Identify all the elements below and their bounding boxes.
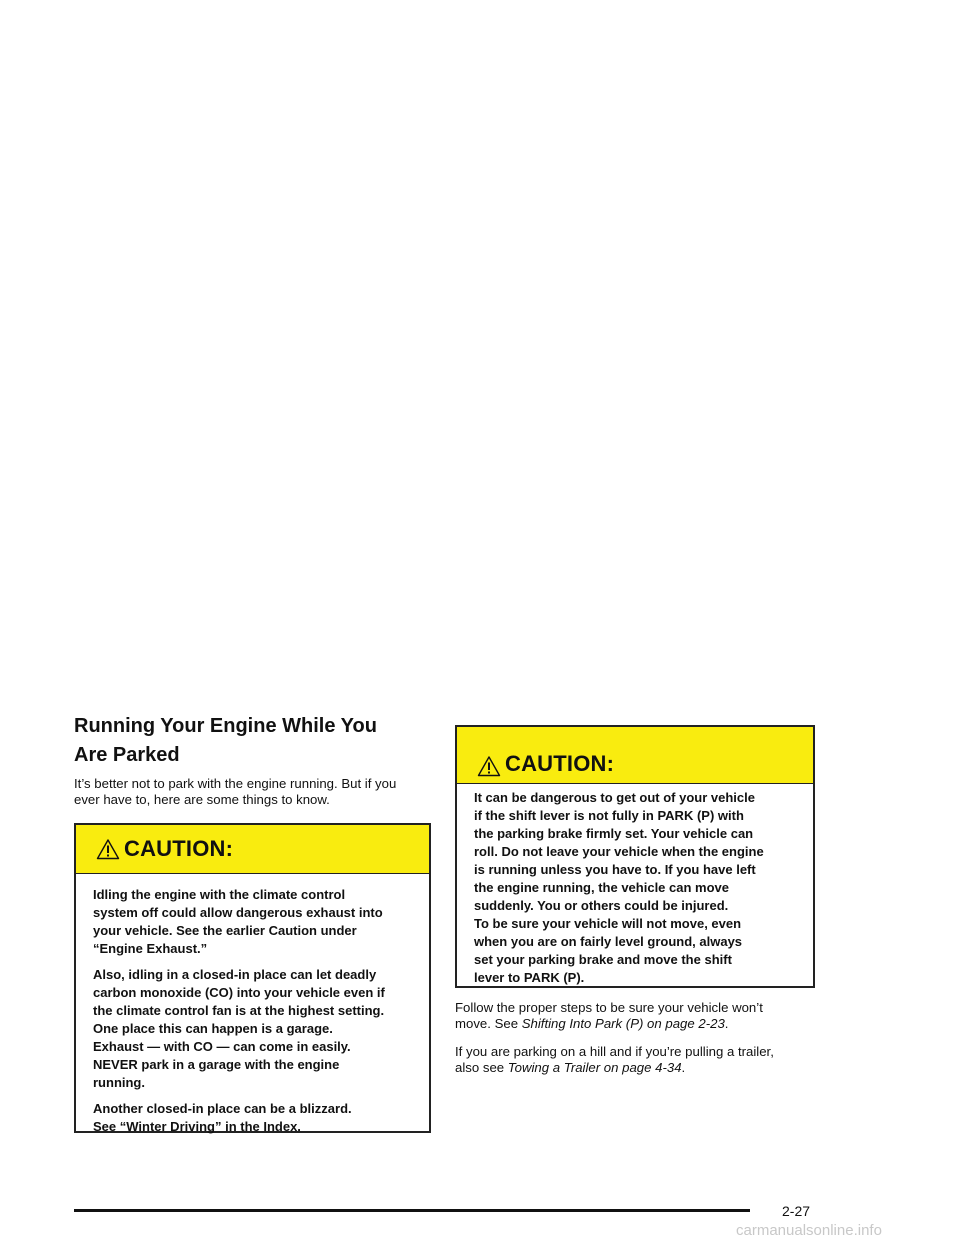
caution-header: CAUTION:: [76, 825, 429, 874]
caution-paragraph-2: Also, idling in a closed-in place can le…: [93, 966, 429, 1092]
caution-line: “Engine Exhaust.”: [93, 941, 208, 956]
caution-box-idling: CAUTION: Idling the engine with the clim…: [74, 823, 431, 1136]
section-heading-line-1: Running Your Engine While You: [74, 715, 377, 737]
section-heading-line-2: Are Parked: [74, 744, 180, 766]
caution-line: Idling the engine with the climate contr…: [93, 887, 346, 902]
caution-body: Idling the engine with the climate contr…: [76, 874, 429, 1136]
follow-line-1: Follow the proper steps to be sure your …: [455, 1000, 763, 1015]
intro-line-1: It’s better not to park with the engine …: [74, 776, 397, 791]
follow-prefix: move. See: [455, 1016, 522, 1031]
caution-label: CAUTION:: [124, 836, 234, 861]
hill-line-1: If you are parking on a hill and if you’…: [455, 1044, 774, 1059]
caution-line: lever to PARK (P).: [474, 970, 585, 985]
intro-line-2: ever have to, here are some things to kn…: [74, 792, 330, 807]
caution-line: See “Winter Driving” in the Index.: [93, 1119, 301, 1134]
warning-triangle-icon: [96, 839, 120, 860]
caution-box-park: CAUTION: It can be dangerous to get out …: [455, 725, 815, 988]
hill-prefix: also see: [455, 1060, 508, 1075]
caution-header: CAUTION:: [457, 727, 813, 784]
caution-paragraph-3: Another closed-in place can be a blizzar…: [93, 1100, 429, 1136]
follow-line-2: move. See Shifting Into Park (P) on page…: [455, 1016, 825, 1032]
caution-line: To be sure your vehicle will not move, e…: [474, 916, 742, 931]
footer-rule: [74, 1209, 750, 1212]
watermark-text: carmanualsonline.info: [736, 1222, 882, 1239]
caution-line: NEVER park in a garage with the engine: [93, 1057, 340, 1072]
caution-line: your vehicle. See the earlier Caution un…: [93, 923, 357, 938]
caution-label: CAUTION:: [505, 751, 615, 776]
caution-line: Exhaust — with CO — can come in easily.: [93, 1039, 351, 1054]
caution-paragraph-1: Idling the engine with the climate contr…: [93, 886, 429, 958]
caution-line: if the shift lever is not fully in PARK …: [474, 808, 744, 823]
caution-line: Also, idling in a closed-in place can le…: [93, 967, 377, 982]
caution-line: set your parking brake and move the shif…: [474, 952, 732, 967]
follow-suffix: .: [724, 1016, 729, 1031]
caution-line: roll. Do not leave your vehicle when the…: [474, 844, 764, 859]
caution-line: suddenly. You or others could be injured…: [474, 898, 729, 913]
caution-line: system off could allow dangerous exhaust…: [93, 905, 383, 920]
section-heading: Running Your Engine While You Are Parked: [74, 712, 444, 770]
caution-line: the engine running, the vehicle can move: [474, 880, 729, 895]
hill-trailer-paragraph: If you are parking on a hill and if you’…: [455, 1044, 825, 1076]
caution-line: when you are on fairly level ground, alw…: [474, 934, 743, 949]
hill-suffix: .: [681, 1060, 686, 1075]
caution-line: the climate control fan is at the highes…: [93, 1003, 385, 1018]
shifting-into-park-link[interactable]: Shifting Into Park (P) on page 2-23: [521, 1016, 725, 1031]
follow-steps-paragraph: Follow the proper steps to be sure your …: [455, 1000, 825, 1032]
caution-line: Another closed-in place can be a blizzar…: [93, 1101, 352, 1116]
hill-line-2: also see Towing a Trailer on page 4-34.: [455, 1060, 825, 1076]
caution-line: running.: [93, 1075, 145, 1090]
intro-paragraph: It’s better not to park with the engine …: [74, 776, 434, 808]
caution-line: is running unless you have to. If you ha…: [474, 862, 756, 877]
caution-body: It can be dangerous to get out of your v…: [457, 784, 813, 987]
page-number: 2-27: [782, 1203, 811, 1219]
caution-line: It can be dangerous to get out of your v…: [474, 790, 755, 805]
caution-line: One place this can happen is a garage.: [93, 1021, 333, 1036]
caution-line: the parking brake firmly set. Your vehic…: [474, 826, 754, 841]
warning-triangle-icon: [477, 756, 501, 777]
towing-a-trailer-link[interactable]: Towing a Trailer on page 4-34: [507, 1060, 682, 1075]
caution-line: carbon monoxide (CO) into your vehicle e…: [93, 985, 385, 1000]
